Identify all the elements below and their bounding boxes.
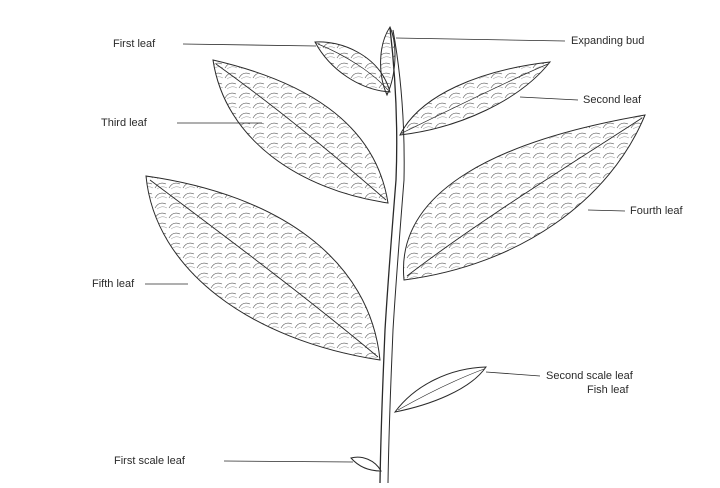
leader-first-scale-leaf [224,461,353,462]
leader-expanding-bud [396,38,565,41]
first-leaf [315,42,390,92]
label-fish-leaf: Fish leaf [587,384,629,396]
label-expanding-bud: Expanding bud [571,35,644,47]
first-scale-leaf [351,457,381,471]
label-fifth-leaf: Fifth leaf [92,278,134,290]
leader-fourth-leaf [588,210,625,211]
label-first-scale-leaf: First scale leaf [114,455,185,467]
main-stem [380,28,397,483]
leader-second-leaf [520,97,578,100]
leader-first-leaf [183,44,316,46]
label-third-leaf: Third leaf [101,117,147,129]
label-second-scale-leaf: Second scale leaf [546,370,633,382]
label-first-leaf: First leaf [113,38,155,50]
label-fourth-leaf: Fourth leaf [630,205,683,217]
leader-second-scale-leaf [486,372,540,376]
label-second-leaf: Second leaf [583,94,641,106]
